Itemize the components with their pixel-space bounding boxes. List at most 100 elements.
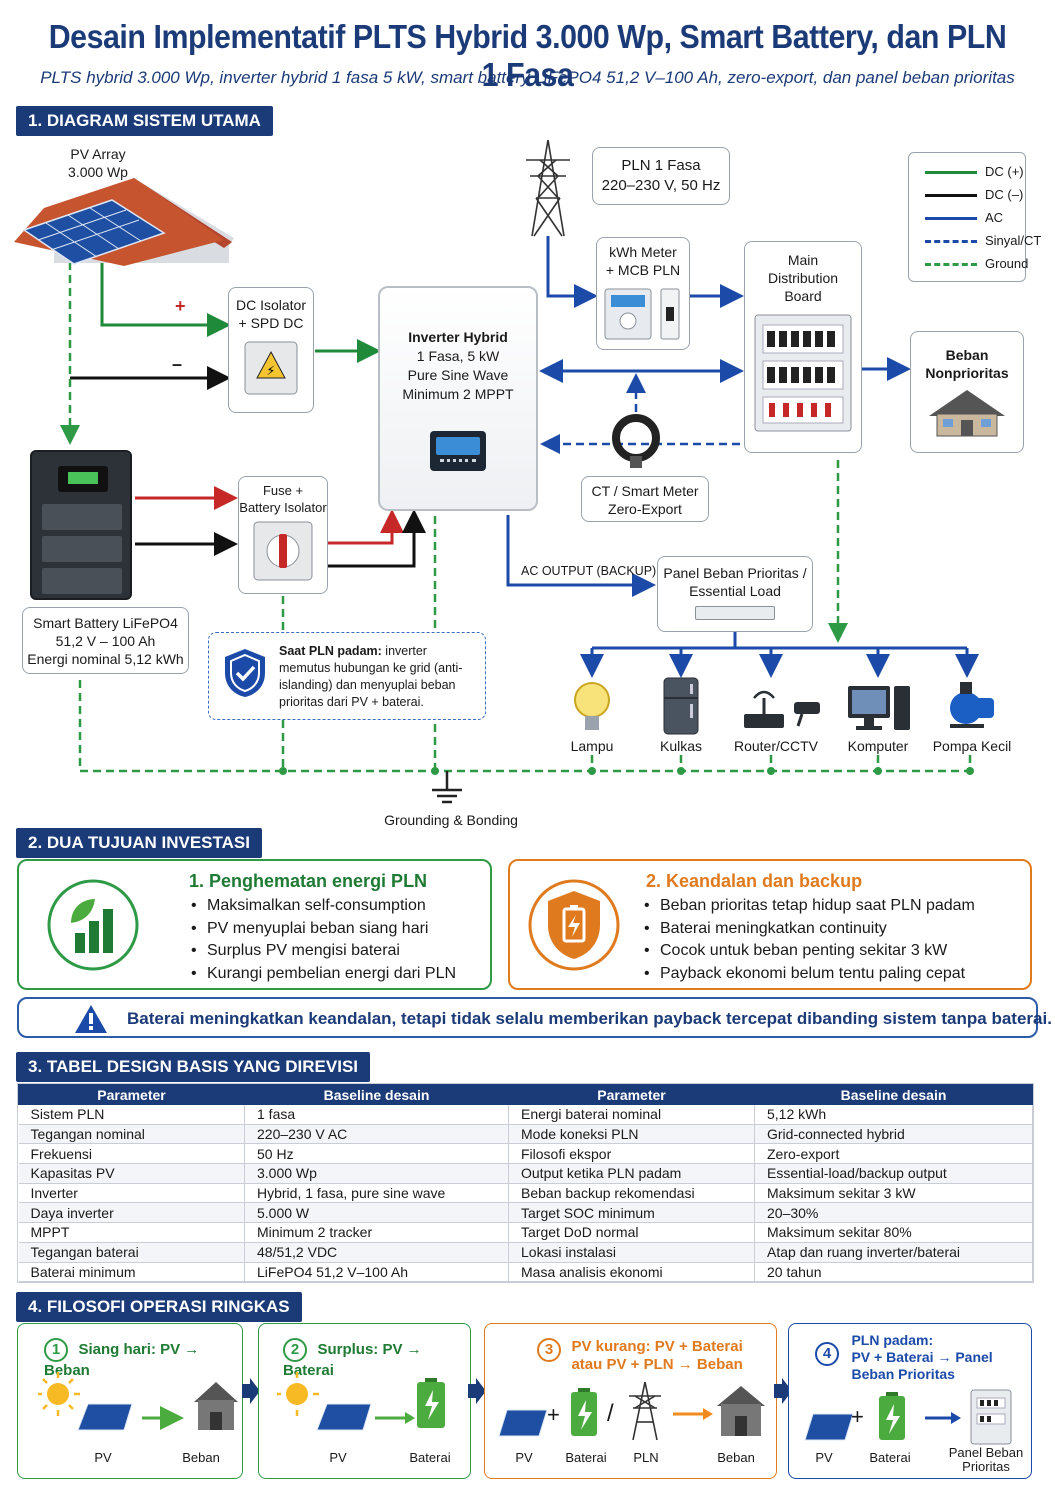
design-basis-table: Parameter Baseline desain Parameter Base… [17, 1083, 1034, 1284]
kwh-meter-icon [604, 288, 680, 340]
table-cell: 20–30% [754, 1202, 1033, 1224]
table-cell: Masa analisis ekonomi [508, 1262, 755, 1283]
house-icon [929, 390, 1005, 437]
table-cell: Hybrid, 1 fasa, pure sine wave [244, 1183, 509, 1204]
essential-load-panel: Panel Beban Prioritas / Essential Load [657, 556, 813, 632]
battery-shield-icon [528, 879, 620, 971]
col-header-baseline-2: Baseline desain [754, 1084, 1033, 1105]
section-1-heading: 1. DIAGRAM SISTEM UTAMA [16, 106, 273, 136]
section-4-heading: 4. FILOSOFI OPERASI RINGKAS [16, 1292, 302, 1322]
page-title: Desain Implementatif PLTS Hybrid 3.000 W… [48, 18, 1007, 93]
fuse-positive-to-inverter [326, 509, 404, 545]
ac-output-backup-label: AC OUTPUT (BACKUP) [521, 564, 657, 578]
nonpriority-load-box: Beban Nonprioritas [910, 331, 1024, 453]
wire-legend: DC (+) DC (–) AC Sinyal/CT Ground [908, 152, 1041, 282]
col-header-parameter-1: Parameter [18, 1084, 245, 1105]
breaker-panel-icon [754, 314, 852, 432]
table-cell: Lokasi instalasi [508, 1242, 755, 1263]
step4-flow-icons [804, 1389, 1012, 1445]
table-cell: Grid-connected hybrid [754, 1124, 1033, 1145]
smart-battery-icon [30, 450, 132, 600]
ground-symbol [432, 771, 462, 804]
operation-step-2: 2 Surplus: PV → Baterai PV Baterai [258, 1323, 471, 1479]
step3-flow-icons [498, 1382, 765, 1441]
card-reliability-title: 2. Keandalan dan backup [646, 871, 863, 891]
table-cell: LiFePO4 51,2 V–100 Ah [244, 1262, 509, 1283]
table-cell: Essential-load/backup output [754, 1163, 1033, 1184]
table-cell: 1 fasa [244, 1104, 509, 1125]
card-savings-title: 1. Penghematan energi PLN [189, 871, 428, 891]
step2-flow-icons [277, 1372, 445, 1431]
dc-isolator-box: DC Isolator + SPD DC ⚡ [228, 287, 314, 413]
table-cell: 3.000 Wp [244, 1163, 509, 1184]
ct-smart-meter-box: CT / Smart Meter Zero-Export [581, 476, 709, 522]
table-cell: Inverter [18, 1183, 245, 1204]
table-cell: Minimum 2 tracker [244, 1222, 509, 1243]
dc-minus-sign: – [172, 354, 183, 374]
load-label-kulkas: Kulkas [659, 738, 703, 754]
svg-text:⚡: ⚡ [266, 364, 275, 379]
ct-clamp-icon [612, 414, 660, 468]
table-cell: 220–230 V AC [244, 1124, 509, 1145]
main-distribution-board: Main Distribution Board [744, 241, 862, 453]
section-2-heading: 2. DUA TUJUAN INVESTASI [16, 828, 262, 858]
table-cell: Filosofi ekspor [508, 1143, 755, 1165]
fridge-icon [663, 677, 699, 735]
pln-source-box: PLN 1 Fasa 220–230 V, 50 Hz [592, 147, 730, 205]
warning-text: Baterai meningkatkan keandalan, tetapi t… [127, 1009, 1052, 1028]
load-label-pompa-kecil: Pompa Kecil [932, 738, 1012, 754]
savings-chart-icon [47, 879, 139, 971]
operation-step-3: 3 PV kurang: PV + Baterai atau PV + PLN … [484, 1323, 777, 1479]
card-reliability-list: Beban prioritas tetap hidup saat PLN pad… [642, 895, 975, 985]
flow-arrow-2 [468, 1378, 486, 1404]
col-header-baseline-1: Baseline desain [244, 1084, 509, 1105]
table-cell: Atap dan ruang inverter/baterai [754, 1242, 1033, 1263]
shield-icon [225, 649, 265, 697]
fuse-negative-to-inverter [326, 509, 426, 568]
fuse-battery-isolator-box: Fuse + Battery Isolator [238, 476, 328, 594]
investment-card-reliability: 2. Keandalan dan backup Beban prioritas … [508, 859, 1032, 990]
section-3-heading: 3. TABEL DESIGN BASIS YANG DIREVISI [16, 1052, 371, 1082]
step1-flow-icons [38, 1372, 238, 1431]
table-cell: 48/51,2 VDC [244, 1242, 509, 1263]
operation-step-4: 4 PLN padam: PV + Baterai → Panel Beban … [788, 1323, 1032, 1479]
investment-card-savings: 1. Penghematan energi PLN Maksimalkan se… [17, 859, 492, 990]
operation-step-1: 1 Siang hari: PV → Beban PV Beban [17, 1323, 243, 1479]
page-subtitle: PLTS hybrid 3.000 Wp, inverter hybrid 1 … [40, 68, 1015, 87]
isolator-enclosure-icon: ⚡ [244, 341, 298, 395]
wiring-diagram [60, 236, 979, 804]
table-cell: 5,12 kWh [754, 1104, 1033, 1125]
flow-arrow-1 [242, 1378, 260, 1404]
table-cell: 5.000 W [244, 1202, 509, 1224]
ac-pln-to-kwh [546, 236, 598, 308]
table-cell: MPPT [18, 1222, 245, 1243]
dc-plus-sign: + [175, 296, 186, 316]
table-cell: Tegangan baterai [18, 1242, 245, 1263]
inverter-hybrid: Inverter Hybrid 1 Fasa, 5 kW Pure Sine W… [378, 286, 538, 511]
ground-network [60, 262, 972, 773]
table-cell: Baterai minimum [18, 1262, 245, 1283]
blackout-note: Saat PLN padam: inverter memutus hubunga… [208, 632, 486, 720]
table-cell: Sistem PLN [18, 1104, 245, 1125]
pv-array-label: PV Array 3.000 Wp [68, 146, 128, 180]
lamp-icon [574, 682, 610, 730]
table-cell: Energi baterai nominal [508, 1104, 755, 1125]
dc-positive-wire-pv [100, 262, 231, 337]
battery-warning-banner: Baterai meningkatkan keandalan, tetapi t… [17, 997, 1052, 1038]
table-cell: Output ketika PLN padam [508, 1163, 755, 1184]
col-header-parameter-2: Parameter [508, 1084, 755, 1105]
table-cell: 20 tahun [754, 1262, 1033, 1283]
ac-output-backup-wire [506, 515, 656, 597]
table-cell: Daya inverter [18, 1202, 245, 1224]
table-cell: Target SOC minimum [508, 1202, 755, 1224]
load-label-komputer: Komputer [847, 738, 909, 754]
flow-arrow-3 [774, 1378, 792, 1404]
grounding-label: Grounding & Bonding [384, 812, 518, 828]
table-cell: 50 Hz [244, 1143, 509, 1165]
